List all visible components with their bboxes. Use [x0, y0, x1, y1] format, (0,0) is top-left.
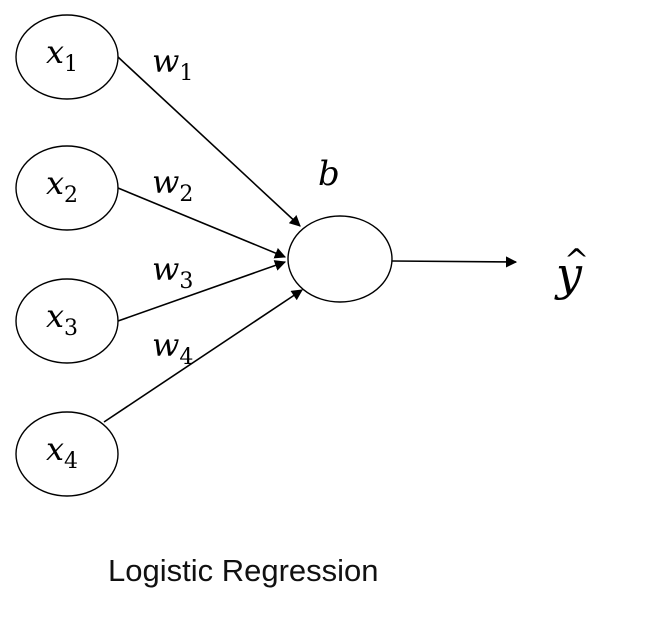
weight-label-w4: w4: [152, 326, 193, 370]
edge-x1-to-neuron: [117, 56, 301, 227]
output-label-y-hat: y ^: [554, 243, 589, 301]
input-node-x2: x2: [15, 145, 119, 231]
edge-x3-to-neuron: [117, 260, 287, 322]
input-node-x1: x1: [15, 14, 119, 100]
edge-x4-to-neuron: [103, 289, 303, 423]
svg-text:^: ^: [564, 243, 589, 278]
input-node-x4: x4: [15, 411, 119, 497]
edge-neuron-to-output: [391, 256, 518, 268]
svg-text:y: y: [554, 247, 583, 301]
svg-text:x1: x1: [46, 33, 78, 77]
weight-label-w3: w3: [152, 250, 193, 294]
svg-text:x4: x4: [46, 430, 78, 474]
weight-label-w2: w2: [152, 163, 193, 207]
weight-label-w1: w1: [152, 42, 193, 86]
svg-text:x3: x3: [46, 297, 78, 341]
bias-label: b: [318, 154, 340, 194]
edge-x2-to-neuron: [117, 187, 287, 259]
diagram-caption: Logistic Regression: [108, 553, 379, 588]
input-node-x3: x3: [15, 278, 119, 364]
neuron-node: [287, 215, 393, 303]
svg-text:x2: x2: [46, 164, 78, 208]
